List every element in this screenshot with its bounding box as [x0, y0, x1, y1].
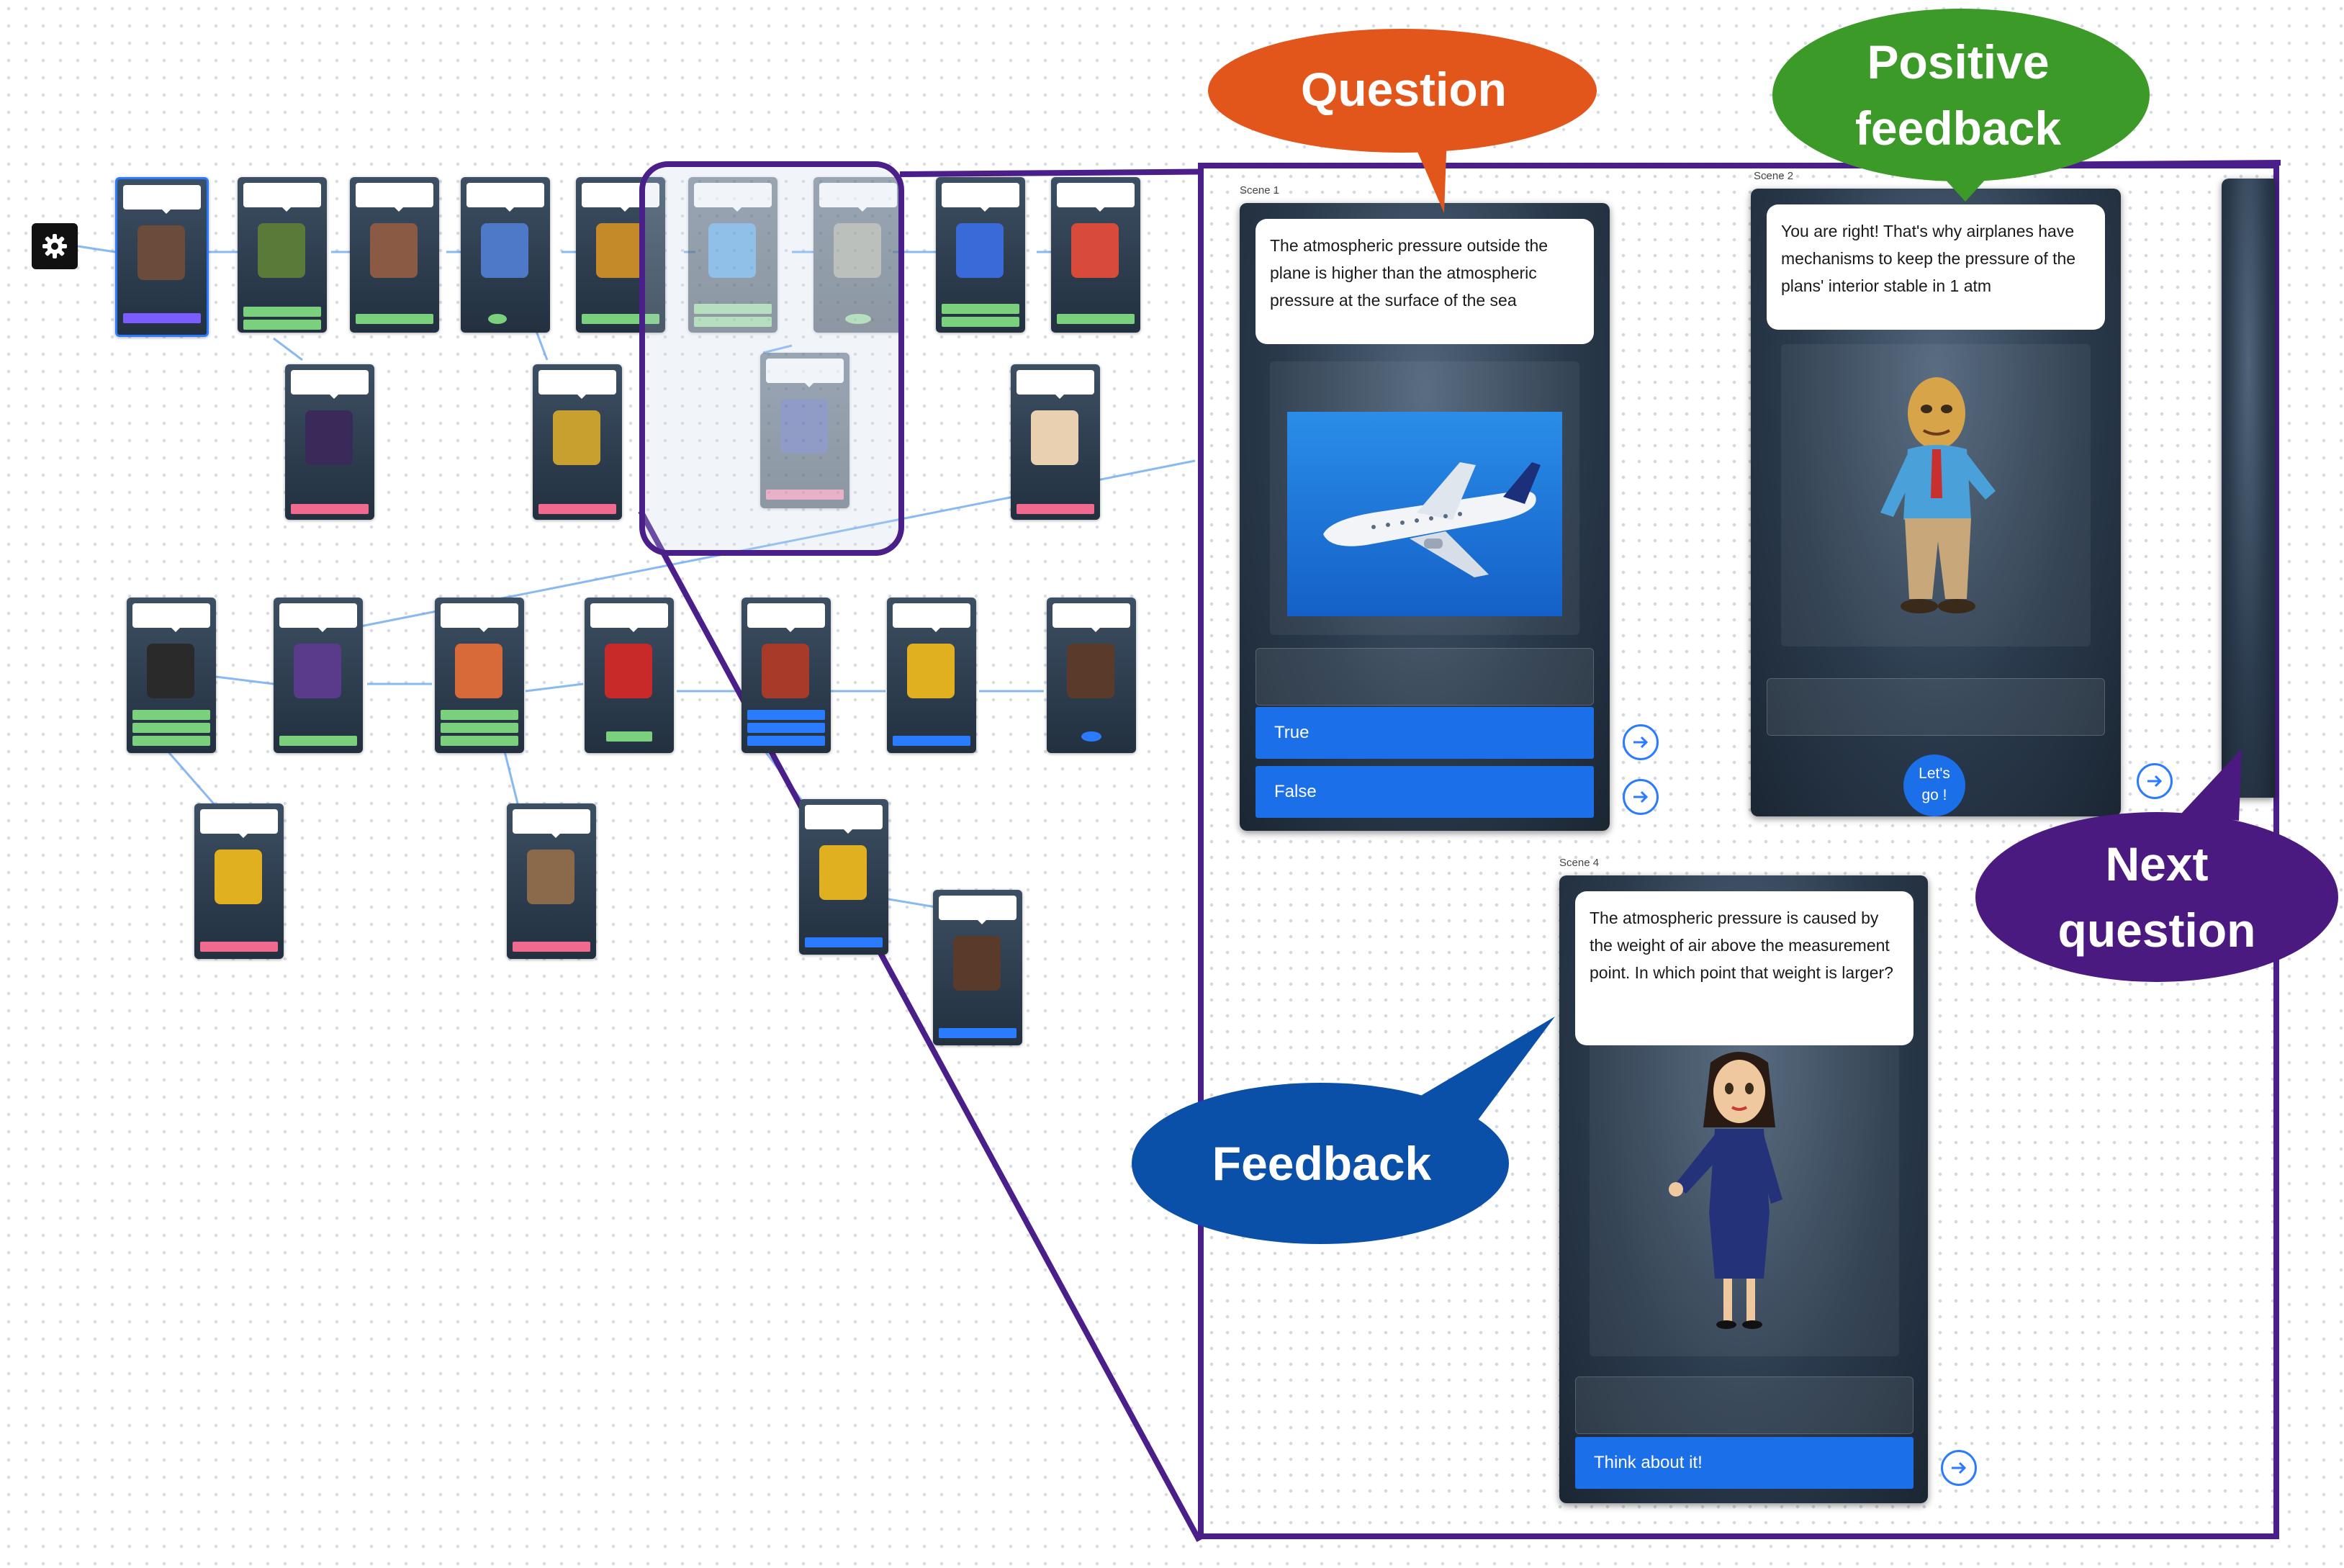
arrow-right-icon[interactable] [1623, 724, 1659, 760]
scene-card[interactable] [760, 353, 849, 508]
woman-character [1669, 1052, 1782, 1329]
scene-card[interactable] [274, 598, 363, 753]
question-text: The atmospheric pressure outside the pla… [1256, 219, 1594, 344]
settings-gear-button[interactable] [32, 223, 78, 269]
scene-card[interactable] [127, 598, 216, 753]
feedback-text: The atmospheric pressure is caused by th… [1575, 891, 1913, 1045]
question-callout: Question [1300, 63, 1507, 116]
lets-go-label-2: go ! [1921, 787, 1947, 803]
next-question-callout: Next question [1977, 831, 2337, 963]
scene-2-card[interactable]: You are right! That's why airplanes have… [1751, 189, 2121, 816]
scene-card[interactable] [238, 177, 327, 333]
scene-card[interactable] [350, 177, 439, 333]
next-callout-line2: question [2057, 904, 2256, 957]
scene-card[interactable] [1051, 177, 1140, 333]
input-field[interactable] [1256, 648, 1594, 706]
input-field[interactable] [1575, 1376, 1913, 1434]
scene-1-card[interactable]: The atmospheric pressure outside the pla… [1240, 203, 1610, 831]
scene-card[interactable] [507, 803, 596, 959]
positive-callout-line2: feedback [1854, 102, 2062, 155]
answer-false-button[interactable]: False [1256, 766, 1594, 818]
scene-card[interactable] [933, 890, 1022, 1045]
scene-4-card[interactable]: The atmospheric pressure is caused by th… [1559, 875, 1928, 1503]
next-scene-card[interactable] [2222, 179, 2275, 798]
positive-feedback-text: You are right! That's why airplanes have… [1767, 204, 2105, 330]
scene-card[interactable] [936, 177, 1025, 333]
scene-card[interactable] [1047, 598, 1136, 753]
answer-true-button[interactable]: True [1256, 707, 1594, 759]
scene-card[interactable] [741, 598, 831, 753]
scene-card[interactable] [813, 177, 903, 333]
positive-callout-line1: Positive [1867, 35, 2050, 89]
scene-card[interactable] [576, 177, 665, 333]
arrow-right-icon[interactable] [2137, 763, 2173, 799]
scene-card[interactable] [1011, 364, 1100, 520]
think-about-it-button[interactable]: Think about it! [1575, 1437, 1913, 1489]
scene-card[interactable] [887, 598, 976, 753]
scene-card[interactable] [585, 598, 674, 753]
man-character [1880, 377, 1996, 613]
gear-icon [42, 234, 67, 258]
zoom-selection-highlight [639, 161, 904, 556]
scene-4-label: Scene 4 [1559, 857, 1600, 869]
airplane-image [1287, 412, 1562, 616]
lets-go-label-1: Let's [1919, 765, 1950, 782]
scene-card[interactable] [435, 598, 524, 753]
scene-1-label: Scene 1 [1240, 184, 1280, 197]
scene-card[interactable] [688, 177, 777, 333]
positive-feedback-callout: Positive feedback [1778, 29, 2138, 161]
scene-card[interactable] [285, 364, 374, 520]
arrow-right-icon[interactable] [1941, 1450, 1977, 1486]
lets-go-button[interactable]: Let's go ! [1903, 754, 1965, 816]
next-callout-line1: Next [2105, 837, 2209, 891]
scene-2-label: Scene 2 [1754, 170, 1794, 182]
input-field[interactable] [1767, 678, 2105, 736]
arrow-right-icon[interactable] [1623, 779, 1659, 815]
scene-card[interactable] [194, 803, 284, 959]
scene-card[interactable] [461, 177, 550, 333]
scene-card[interactable] [115, 177, 209, 337]
feedback-callout: Feedback [1212, 1137, 1432, 1190]
scene-card[interactable] [799, 799, 888, 955]
scene-card[interactable] [533, 364, 622, 520]
